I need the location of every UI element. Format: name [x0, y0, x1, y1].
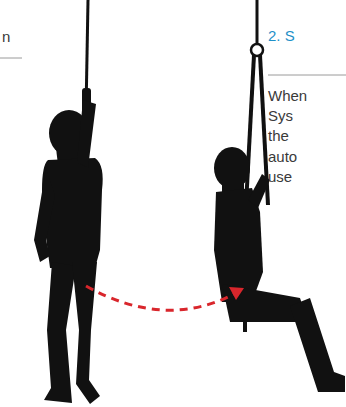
text-fragment: n	[2, 27, 10, 47]
rule-line	[0, 58, 22, 59]
rope	[256, 0, 259, 44]
body-text: When	[268, 86, 307, 106]
ring	[251, 44, 263, 56]
arrow-head	[229, 287, 244, 300]
leg	[72, 262, 100, 404]
rule-line	[268, 75, 346, 76]
arm	[248, 174, 270, 208]
motion-arrow	[86, 286, 234, 310]
body-text: use	[268, 167, 292, 187]
seated-figure	[214, 0, 345, 392]
strap	[246, 55, 254, 205]
standing-figure	[34, 0, 103, 404]
body-text: the	[268, 126, 289, 146]
body-text: Sys	[268, 106, 293, 126]
section-heading: 2. S	[268, 26, 295, 46]
arm	[34, 168, 55, 262]
strap	[243, 300, 247, 332]
arm	[77, 100, 96, 168]
body-text: auto	[268, 147, 297, 167]
shin	[290, 298, 345, 392]
leg	[44, 262, 76, 403]
